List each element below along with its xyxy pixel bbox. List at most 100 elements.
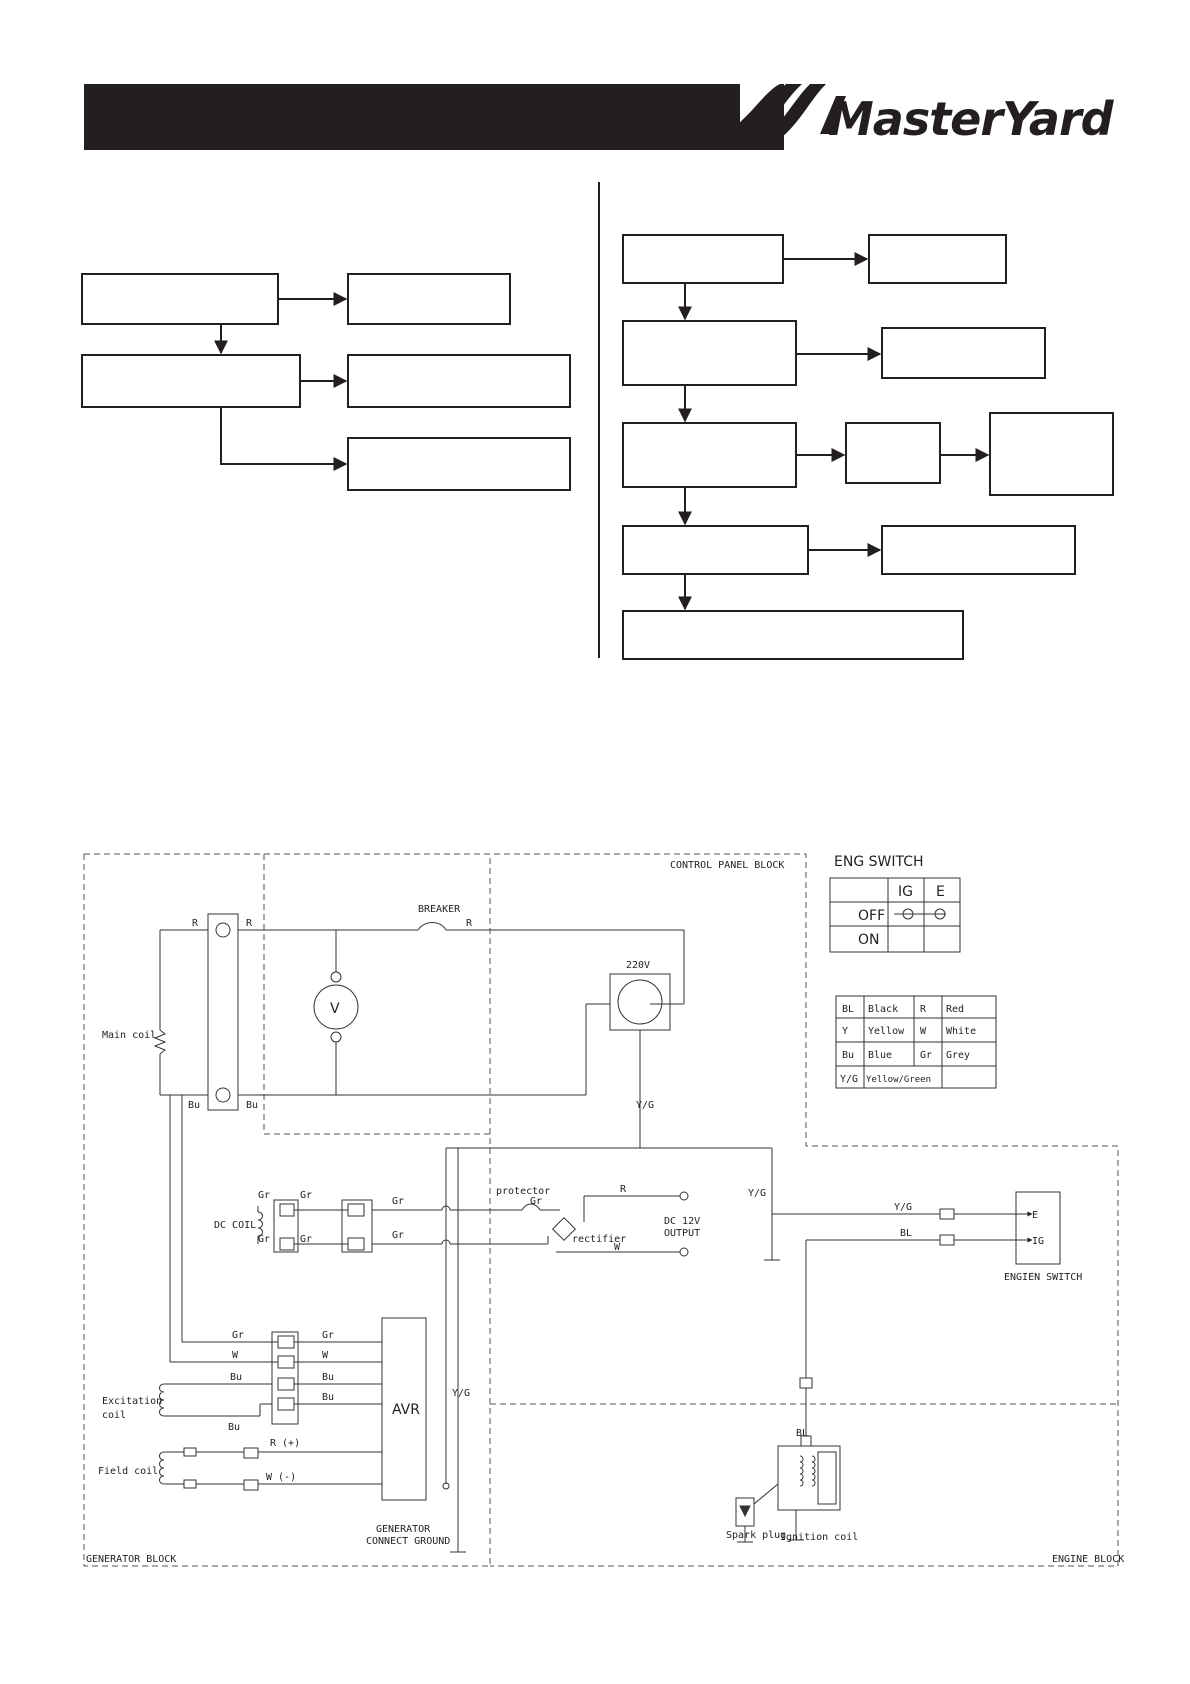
svg-text:Bu: Bu [322,1372,334,1383]
svg-text:Gr: Gr [300,1190,312,1201]
flow-box [868,234,1007,284]
svg-text:Y: Y [842,1026,848,1037]
svg-text:Gr: Gr [258,1234,270,1245]
flow-box [622,234,784,284]
svg-text:Y/G: Y/G [452,1388,470,1399]
svg-text:Gr: Gr [920,1050,932,1061]
svg-text:coil: coil [102,1410,126,1421]
control-panel-block-label: CONTROL PANEL BLOCK [670,860,784,871]
svg-text:OFF: OFF [858,908,885,924]
terminal-bu [215,1087,231,1103]
terminal-r [215,922,231,938]
engine-switch-box [1015,1191,1061,1265]
ignition-coil-box [777,1445,841,1511]
protector-symbol [521,1203,541,1211]
eng-switch-title: ENG SWITCH [834,854,924,870]
svg-text:Blue: Blue [868,1050,892,1061]
flow-box [622,610,964,660]
svg-text:ON: ON [858,932,880,948]
eng-switch-table [829,877,961,953]
protector-label: protector [496,1186,550,1197]
flow-box [881,327,1046,379]
svg-text:R: R [246,918,253,929]
svg-text:Bu: Bu [322,1392,334,1403]
avr-label: AVR [392,1402,420,1418]
svg-text:Gr: Gr [232,1330,244,1341]
generator-block-label: GENERATOR BLOCK [86,1554,176,1565]
main-coil-label: Main coil [102,1030,156,1041]
terminal-strip [207,913,239,1111]
rectifier-symbol [551,1216,577,1242]
svg-text:IG: IG [898,884,913,900]
flow-box [845,422,941,484]
flow-box [622,525,809,575]
svg-text:BL: BL [796,1428,808,1439]
control-panel-block-outline [264,853,1119,1567]
svg-text:Y/G: Y/G [840,1074,858,1085]
svg-text:W: W [614,1242,621,1253]
svg-text:W: W [322,1350,329,1361]
svg-text:BL: BL [842,1004,854,1015]
generator-ground-label: GENERATOR [376,1524,431,1535]
svg-text:Yellow: Yellow [868,1026,905,1037]
svg-text:Bu: Bu [228,1422,240,1433]
flow-box [347,437,571,491]
svg-text:Y/G: Y/G [636,1100,654,1111]
svg-text:R: R [192,918,199,929]
ignition-coil-label: Ignition coil [780,1532,858,1543]
wiring-diagram: CONTROL PANEL BLOCK GENERATOR BLOCK ENGI… [83,853,1124,1567]
svg-text:R (+): R (+) [270,1438,300,1449]
dc-output-label: DC 12V [664,1216,700,1227]
svg-text:Gr: Gr [258,1190,270,1201]
svg-text:R: R [920,1004,927,1015]
svg-text:White: White [946,1026,976,1037]
svg-text:R: R [466,918,473,929]
socket-label: 220V [626,960,650,971]
flow-box [347,273,511,325]
excitation-coil-symbol [159,1383,165,1417]
svg-text:Gr: Gr [392,1196,404,1207]
spark-plug-label: Spark plug [726,1530,786,1541]
flow-box [81,354,301,408]
main-coil-symbol [153,1029,167,1055]
engine-block-label: ENGINE BLOCK [1052,1554,1124,1565]
logo-swoosh-icon [740,84,846,150]
svg-text:W: W [232,1350,239,1361]
svg-text:R: R [620,1184,627,1195]
svg-text:Gr: Gr [392,1230,404,1241]
svg-text:Y/G: Y/G [894,1202,912,1213]
field-coil-symbol [159,1451,165,1485]
svg-text:Gr: Gr [322,1330,334,1341]
rectifier-label: rectifier [572,1234,626,1245]
header-banner [84,84,784,150]
svg-text:Black: Black [868,1004,898,1015]
excitation-coil-label: Excitation [102,1396,162,1407]
avr-box [381,1317,427,1501]
svg-text:Bu: Bu [188,1100,200,1111]
svg-text:E: E [936,884,945,900]
svg-text:OUTPUT: OUTPUT [664,1228,700,1239]
svg-text:W (-): W (-) [266,1472,296,1483]
flow-box [989,412,1114,496]
voltmeter-label: V [330,1001,340,1017]
flow-box [81,273,279,325]
svg-text:Gr: Gr [530,1196,542,1207]
svg-text:Grey: Grey [946,1050,970,1061]
svg-text:Bu: Bu [842,1050,854,1061]
svg-text:Bu: Bu [246,1100,258,1111]
dc-coil-label: DC COIL [214,1220,256,1231]
flow-charts [81,182,1114,660]
svg-text:BL: BL [900,1228,912,1239]
field-coil-label: Field coil [98,1466,158,1477]
svg-text:Red: Red [946,1004,964,1015]
color-legend-table [835,995,997,1089]
engine-switch-label: ENGIEN SWITCH [1004,1272,1082,1283]
svg-text:W: W [920,1026,927,1037]
svg-text:Bu: Bu [230,1372,242,1383]
breaker-label: BREAKER [418,904,461,915]
socket-220v [609,973,671,1031]
voltmeter [313,984,359,1030]
svg-text:Y/G: Y/G [748,1188,766,1199]
svg-text:E: E [1032,1210,1038,1221]
flow-box [881,525,1076,575]
